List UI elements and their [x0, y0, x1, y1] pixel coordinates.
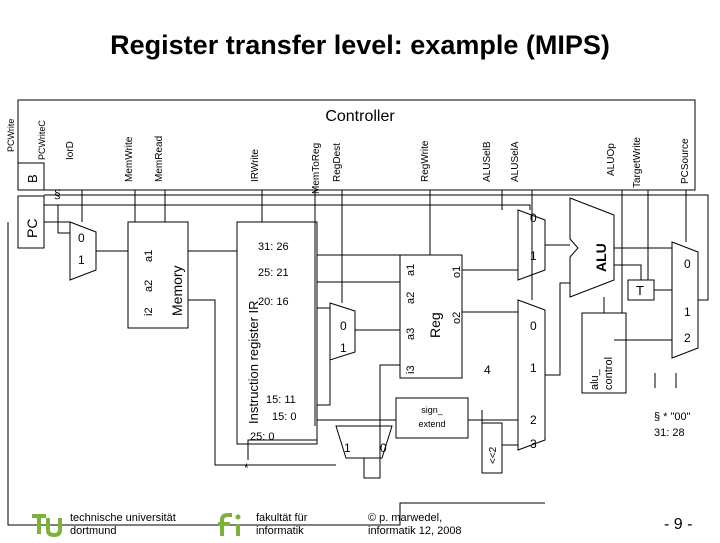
legend-concat: § * "00" [654, 411, 691, 423]
star-symbol: * [244, 461, 249, 475]
signal-aluop: ALUOp [606, 143, 617, 176]
ir-field-31-26: 31: 26 [258, 241, 289, 253]
reg-port-o1: o1 [451, 266, 463, 278]
iord-mux-input-1: 1 [78, 253, 85, 267]
memory-port-a1: a1 [143, 250, 155, 262]
footer-author-line-1: © p. marwedel, [368, 512, 443, 524]
alusela-mux [517, 209, 546, 281]
fi-logo [216, 512, 246, 538]
footer-university-line-2: dortmund [70, 525, 117, 537]
pcsource-mux-input-0: 0 [684, 257, 691, 271]
signal-regdest: RegDest [332, 143, 343, 182]
memory-box [127, 221, 189, 329]
reg-label: Reg [427, 312, 443, 338]
signal-alusela: ALUSelA [510, 141, 521, 182]
aluselb-mux [517, 299, 546, 451]
pcsource-mux-input-2: 2 [684, 331, 691, 345]
b-register-box [17, 162, 45, 191]
signal-pcsource: PCSource [680, 138, 691, 184]
ir-field-25-0: 25: 0 [250, 431, 274, 443]
ir-field-20-16: 20: 16 [258, 296, 289, 308]
footer-author-line-2: informatik 12, 2008 [368, 525, 462, 537]
memory-label: Memory [169, 265, 185, 316]
memory-port-a2: a2 [143, 280, 155, 292]
controller-label: Controller [325, 108, 395, 125]
reg-port-a1: a1 [405, 264, 417, 276]
fi-logo-graphic [218, 513, 241, 536]
regdest-mux [329, 302, 356, 361]
footer-faculty: fakultät für informatik [256, 512, 307, 538]
instruction-register-box [236, 221, 318, 445]
ir-field-15-11: 15: 11 [266, 394, 296, 406]
footer-faculty-line-2: informatik [256, 525, 304, 537]
aluselb-mux-input-2: 2 [530, 413, 537, 427]
reg-port-a3: a3 [405, 328, 417, 340]
aluselb-mux-input-0: 0 [530, 319, 537, 333]
sign-extend-label-2: extend [418, 419, 445, 429]
reg-port-i3: i3 [405, 365, 417, 374]
ir-field-15-0: 15: 0 [272, 411, 296, 423]
regdest-mux-input-1: 1 [340, 341, 347, 355]
reg-port-o2: o2 [451, 312, 463, 324]
pcsource-mux-input-1: 1 [684, 305, 691, 319]
section-symbol: § [54, 187, 61, 201]
sign-extend-box [395, 397, 469, 439]
slide-title: Register transfer level: example (MIPS) [110, 30, 610, 60]
signal-memread: MemRead [154, 136, 165, 182]
alu-control-label-1: alu_ [589, 368, 601, 390]
memory-port-i2: i2 [143, 307, 155, 316]
t-label: T [636, 283, 644, 298]
datapath-wires [7, 194, 709, 526]
legend-pointer-lines [654, 373, 677, 388]
ir-field-25-21: 25: 21 [258, 267, 289, 279]
reg-port-a2: a2 [405, 292, 417, 304]
signal-aluselb: ALUSelB [482, 141, 493, 182]
alusela-mux-input-0: 0 [530, 211, 537, 225]
aluselb-mux-input-1: 1 [530, 361, 537, 375]
control-lines [81, 190, 687, 426]
footer-author: © p. marwedel, informatik 12, 2008 [368, 512, 462, 538]
alu-control-label-2: control [603, 357, 615, 390]
aluselb-mux-input-3: 3 [530, 437, 537, 451]
footer-faculty-line-1: fakultät für [256, 512, 308, 524]
shift-left-2-box [481, 422, 503, 474]
signal-targetwrite: TargetWrite [632, 137, 643, 188]
instruction-register-label: Instruction register IR [246, 300, 261, 424]
iord-mux [69, 221, 97, 281]
iord-mux-input-0: 0 [78, 231, 85, 245]
shift-left-2-label: <<2 [488, 446, 499, 464]
footer-university-line-1: technische universität [70, 512, 176, 524]
memtoreg-mux [335, 425, 393, 459]
tu-logo-graphic [32, 514, 62, 538]
sign-extend-label-1: sign_ [421, 405, 444, 415]
footer-university: technische universität dortmund [70, 512, 176, 538]
controller-box [17, 99, 696, 191]
regdest-mux-input-0: 0 [340, 319, 347, 333]
signal-iord: IorD [65, 141, 76, 160]
reg-box [399, 254, 463, 379]
alusela-mux-input-1: 1 [530, 249, 537, 263]
memtoreg-mux-input-0: 0 [380, 441, 387, 455]
alu-shape [569, 197, 615, 298]
pcsource-mux [671, 241, 699, 359]
signal-pcwritec: PCWriteC [37, 120, 47, 160]
alu-label: ALU [593, 243, 609, 272]
b-label: B [25, 174, 40, 183]
signal-pcwrite: PCWrite [6, 119, 16, 152]
legend-bits: 31: 28 [654, 427, 685, 439]
memtoreg-mux-input-1: 1 [344, 441, 351, 455]
signal-irwrite: IRWrite [250, 149, 261, 182]
page-number: - 9 - [664, 516, 693, 533]
signal-memwrite: MemWrite [124, 136, 135, 182]
tu-logo [30, 512, 66, 538]
signal-regwrite: RegWrite [420, 140, 431, 182]
pc-label: PC [24, 219, 40, 238]
aluselb-input-4: 4 [484, 363, 491, 377]
signal-memtoreg: MemToReg [311, 143, 322, 194]
